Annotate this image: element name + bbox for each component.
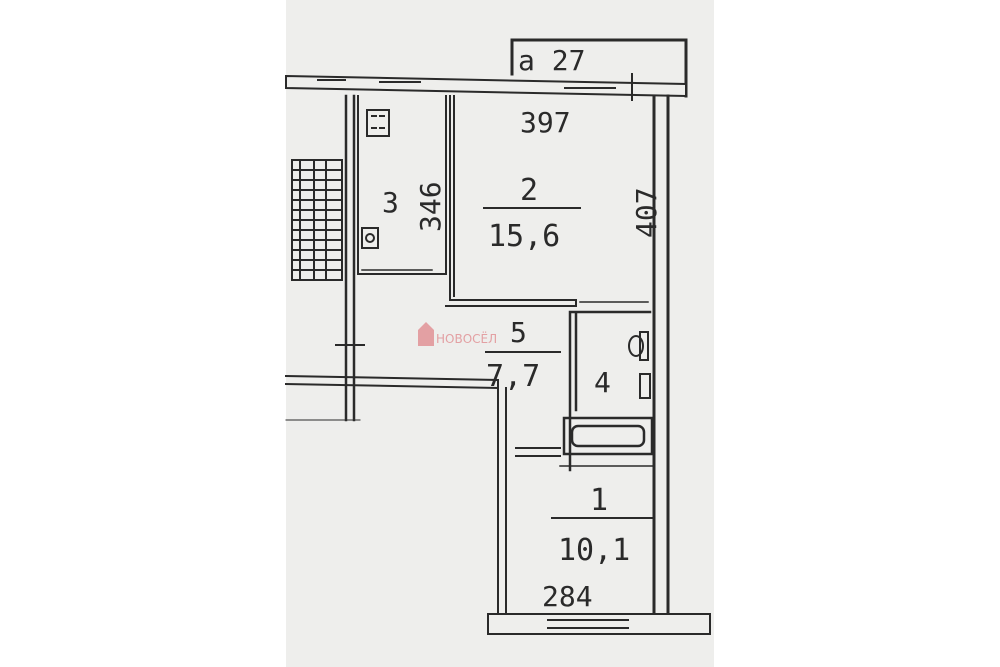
room1-area: 10,1 xyxy=(558,533,630,568)
room1-left-wall xyxy=(497,387,507,615)
room3-number: 3 xyxy=(382,186,399,219)
room2-length: 407 xyxy=(630,187,663,238)
bottom-exterior-wall xyxy=(487,613,711,635)
toilet-icon xyxy=(628,331,649,361)
room4-number: 4 xyxy=(594,366,611,399)
kitchen-sink-icon xyxy=(361,227,379,249)
room5-number: 5 xyxy=(510,316,527,349)
right-margin xyxy=(714,0,1000,667)
bathtub-icon xyxy=(562,416,654,456)
bottom-window xyxy=(547,619,629,629)
room5-area: 7,7 xyxy=(486,359,540,394)
room2-width: 397 xyxy=(520,106,571,139)
top-windows xyxy=(317,73,633,101)
room1-number: 1 xyxy=(590,483,608,518)
washbasin-icon xyxy=(639,373,651,399)
house-watermark-icon xyxy=(418,322,434,346)
room2-walls xyxy=(445,95,577,307)
corridor-wall xyxy=(515,447,561,457)
kitchen-walls xyxy=(357,95,447,275)
room2-area: 15,6 xyxy=(488,219,560,254)
balcony-label: a 27 xyxy=(518,44,585,77)
stairwell-wall xyxy=(344,94,356,422)
staircase xyxy=(291,159,343,281)
right-exterior-wall xyxy=(652,94,670,618)
room3-dimension: 346 xyxy=(414,181,447,232)
bathroom-walls xyxy=(568,310,652,472)
watermark: НОВОСЁЛ xyxy=(418,322,497,346)
balcony-outline xyxy=(510,38,688,98)
watermark-text: НОВОСЁЛ xyxy=(436,331,497,346)
lower-boundary-wall xyxy=(284,374,499,390)
room1-dimension: 284 xyxy=(542,580,593,613)
stove-icon xyxy=(366,109,390,137)
left-margin xyxy=(0,0,286,667)
room2-number: 2 xyxy=(520,173,538,208)
